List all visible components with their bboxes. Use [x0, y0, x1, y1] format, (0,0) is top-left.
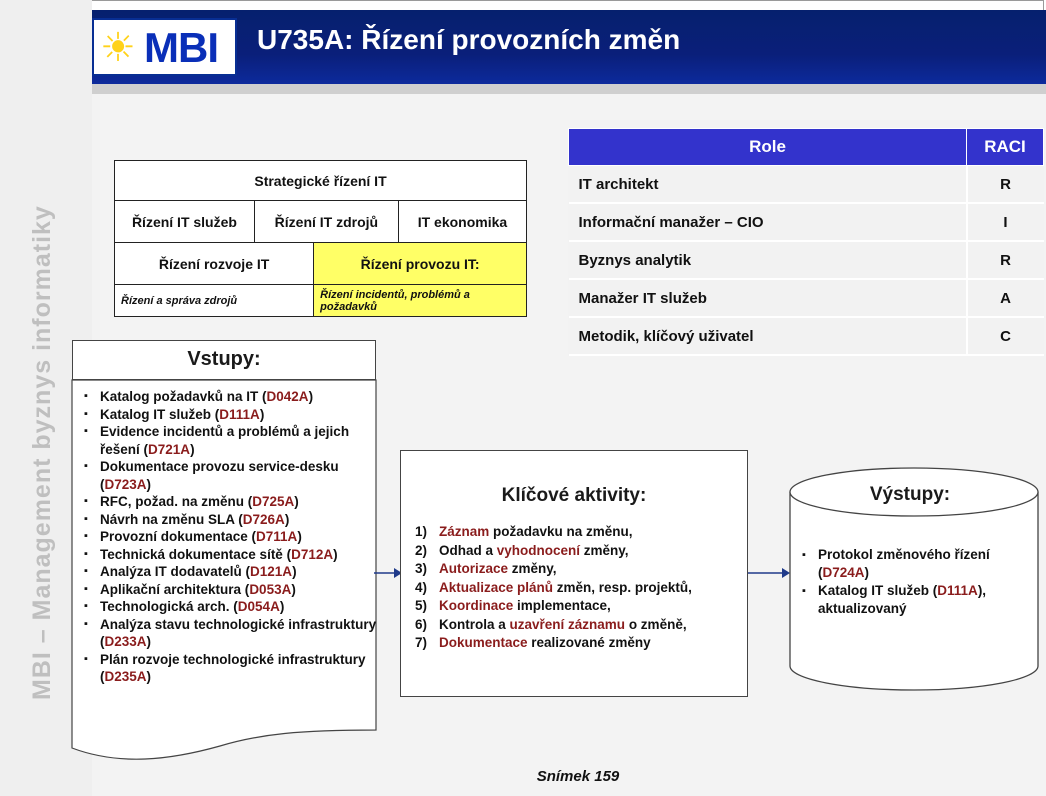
list-item: Dokumentace provozu service-desku (D723A…	[84, 458, 384, 493]
list-item: 2)Odhad a vyhodnocení změny,	[415, 542, 629, 558]
list-item: Návrh na změnu SLA (D726A)	[84, 511, 384, 529]
raci-role: Informační manažer – CIO	[568, 203, 967, 242]
list-item: Plán rozvoje technologické infrastruktur…	[84, 651, 384, 686]
sidebar-vertical-text: MBI – Management byznys informatiky	[28, 205, 56, 700]
table-row: IT architekt R	[568, 165, 1044, 204]
list-item: 5)Koordinace implementace,	[415, 598, 611, 613]
logo-text: MBI	[144, 24, 219, 71]
mbi-logo: ☀ MBI	[92, 18, 237, 76]
list-item: 1)Záznam požadavku na změnu,	[415, 524, 633, 539]
inputs-list: Katalog požadavků na IT (D042A) Katalog …	[84, 388, 384, 686]
list-item: Aplikační architektura (D053A)	[84, 581, 384, 599]
raci-value: R	[965, 241, 1044, 280]
list-item: 7)Dokumentace realizované změny	[415, 635, 651, 650]
table-row: Manažer IT služeb A	[568, 279, 1044, 318]
grid-it-services: Řízení IT služeb	[114, 200, 255, 243]
list-item: 4)Aktualizace plánů změn, resp. projektů…	[415, 579, 692, 595]
list-item: Analýza stavu technologické infrastruktu…	[84, 616, 384, 651]
header-bar: ☀ MBI U735A: Řízení provozních změn	[92, 10, 1046, 94]
list-item: Technologická arch. (D054A)	[84, 598, 384, 616]
inputs-title: Vstupy:	[72, 340, 376, 380]
grid-it-development: Řízení rozvoje IT	[113, 242, 315, 285]
grid-strategic: Strategické řízení IT	[114, 160, 527, 201]
list-item: Analýza IT dodavatelů (D121A)	[84, 563, 384, 581]
raci-value: R	[965, 165, 1044, 204]
outputs-title: Výstupy:	[869, 484, 951, 505]
key-activities-list: 1)Záznam požadavku na změnu, 2)Odhad a v…	[415, 523, 692, 653]
grid-incident-management: Řízení incidentů, problémů a požadavků	[313, 284, 527, 317]
list-item: Katalog IT služeb (D111A), aktualizovaný	[800, 582, 1040, 618]
table-row: Informační manažer – CIO I	[568, 203, 1044, 242]
raci-value: A	[965, 279, 1044, 318]
arrow-right-icon	[748, 568, 790, 578]
raci-role: Byznys analytik	[568, 241, 967, 280]
list-item: RFC, požad. na změnu (D725A)	[84, 493, 384, 511]
grid-resource-management: Řízení a správa zdrojů	[113, 284, 315, 317]
key-activities-box: Klíčové aktivity: 1)Záznam požadavku na …	[400, 450, 748, 697]
raci-role: Manažer IT služeb	[568, 279, 967, 318]
list-item: Provozní dokumentace (D711A)	[84, 528, 384, 546]
raci-role: Metodik, klíčový uživatel	[568, 317, 967, 356]
list-item: Evidence incidentů a problémů a jejich ř…	[84, 423, 384, 458]
page-title: U735A: Řízení provozních změn	[257, 24, 681, 55]
grid-it-operations: Řízení provozu IT:	[313, 242, 527, 285]
raci-role: IT architekt	[568, 165, 967, 204]
list-item: Protokol změnového řízení (D724A)	[800, 546, 1040, 582]
table-row: Metodik, klíčový uživatel C	[568, 317, 1044, 356]
arrow-right-icon	[374, 568, 402, 578]
list-item: Katalog IT služeb (D111A)	[84, 406, 384, 424]
grid-it-resources: Řízení IT zdrojů	[253, 200, 399, 243]
raci-header-role: Role	[568, 128, 967, 166]
it-management-grid: Strategické řízení IT Řízení IT služeb Ř…	[113, 160, 528, 317]
outputs-list: Protokol změnového řízení (D724A) Katalo…	[800, 546, 1040, 618]
raci-value: I	[965, 203, 1044, 242]
grid-it-economics: IT ekonomika	[397, 200, 528, 243]
raci-value: C	[965, 317, 1044, 356]
table-row: Byznys analytik R	[568, 241, 1044, 280]
key-activities-title: Klíčové aktivity:	[501, 485, 647, 506]
list-item: Technická dokumentace sítě (D712A)	[84, 546, 384, 564]
list-item: 3)Autorizace změny,	[415, 561, 557, 576]
raci-header-raci: RACI	[966, 128, 1044, 166]
list-item: Katalog požadavků na IT (D042A)	[84, 388, 384, 406]
list-item: 6)Kontrola a uzavření záznamu o změně,	[415, 616, 687, 632]
slide-number: Snímek 159	[536, 768, 620, 785]
raci-table: Role RACI IT architekt R Informační mana…	[568, 128, 1044, 356]
sun-icon: ☀	[100, 26, 136, 70]
